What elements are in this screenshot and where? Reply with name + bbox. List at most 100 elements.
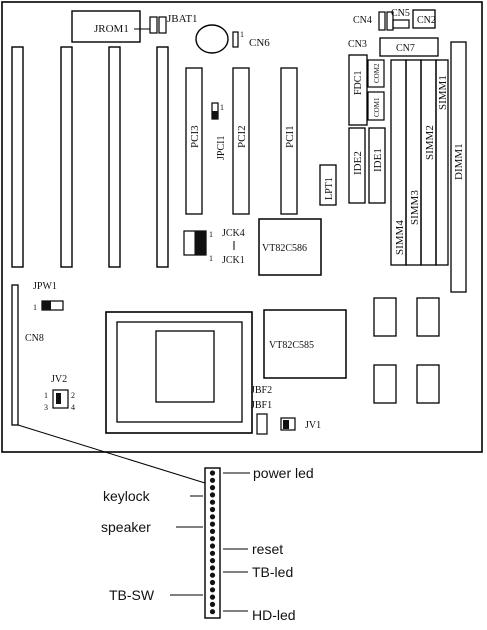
chip — [373, 297, 397, 337]
com1-connector — [367, 91, 385, 121]
cn8-header — [11, 284, 19, 426]
speaker-label: speaker — [101, 519, 151, 535]
dimm1-label: DIMM1 — [453, 143, 465, 180]
cpu-socket-inner — [116, 321, 243, 423]
com1-label: COM1 — [373, 97, 381, 117]
simm3-socket — [405, 59, 422, 266]
vt82c585-chip — [263, 309, 347, 379]
com2-connector — [367, 59, 385, 88]
jck-jumper-cap — [195, 231, 206, 255]
rom-chip — [71, 10, 141, 43]
keylock-label: keylock — [103, 488, 151, 504]
header-pin — [209, 594, 216, 600]
jv2-pin2: 2 — [71, 391, 75, 400]
cn4-label: CN4 — [353, 15, 372, 26]
cpu-die — [155, 330, 215, 403]
header-pin — [209, 558, 216, 564]
tb-led-label: TB-led — [252, 564, 293, 580]
reset-label: reset — [252, 541, 283, 557]
jbf2-label: JBF2 — [251, 385, 272, 396]
simm1-socket — [435, 59, 449, 266]
jpw1-jumper-cap — [42, 301, 51, 310]
fdc1-label: FDC1 — [353, 71, 364, 95]
jv2-pin1: 1 — [44, 391, 48, 400]
isa-slot — [60, 46, 73, 268]
jbat1-jumper — [158, 16, 167, 34]
simm2-socket — [420, 59, 437, 266]
callout-leader-line — [17, 424, 206, 484]
vt82c586-chip — [258, 218, 322, 276]
jrom1-label: JROM1 — [94, 23, 129, 35]
header-pins — [209, 470, 216, 615]
ide1-label: IDE1 — [372, 148, 384, 172]
jbf-jumper — [256, 413, 268, 435]
jv1-label: JV1 — [305, 420, 321, 431]
header-pin — [209, 528, 216, 535]
header-pin — [209, 609, 216, 615]
chip — [416, 297, 440, 337]
jck4-label: JCK4 — [222, 228, 245, 239]
vt82c585-label: VT82C585 — [269, 340, 314, 351]
isa-slot — [11, 46, 24, 268]
simm1-label: SIMM1 — [437, 75, 449, 110]
header-pin — [209, 521, 216, 527]
header-pin — [209, 536, 216, 542]
cn3-label: CN3 — [348, 39, 367, 50]
header-pin — [209, 499, 216, 505]
cpu-socket — [105, 311, 253, 434]
header-pin — [209, 587, 216, 593]
power-led-label: power led — [253, 465, 314, 481]
jv2-pin4: 4 — [71, 403, 75, 412]
fdc1-connector — [348, 54, 368, 126]
header-pin — [209, 565, 216, 571]
cn6-label: CN6 — [249, 37, 270, 49]
cn2-connector — [412, 9, 436, 29]
pci2-label: PCI2 — [236, 125, 248, 148]
jpci1-jumper-cap — [212, 111, 218, 119]
cn7-label: CN7 — [396, 43, 415, 54]
vt82c586-label: VT82C586 — [262, 243, 307, 254]
jck1-label: JCK1 — [222, 255, 245, 266]
jpci1-label: JPCI1 — [216, 136, 227, 160]
jck1-pin1: 1 — [209, 254, 213, 263]
hd-led-label: HD-led — [252, 607, 296, 623]
ide2-connector — [348, 127, 366, 204]
battery — [195, 24, 229, 54]
ide2-label: IDE2 — [352, 151, 364, 175]
front-panel-header — [204, 467, 221, 619]
cn2-label: CN2 — [417, 15, 436, 26]
simm4-label: SIMM4 — [394, 220, 406, 255]
jbat1-label: JBAT1 — [167, 13, 198, 25]
header-pin — [209, 477, 216, 483]
isa-slot — [156, 46, 169, 268]
board-outline — [1, 1, 483, 453]
header-pin — [209, 470, 216, 476]
isa-slot — [108, 46, 121, 268]
jv2-jumper-cap — [56, 393, 61, 404]
pci1-slot — [280, 67, 298, 215]
cn5-label: CN5 — [391, 8, 410, 19]
cn5-connector — [392, 19, 410, 29]
simm2-label: SIMM2 — [424, 125, 436, 160]
header-pin — [209, 506, 216, 513]
ide1-connector — [368, 127, 386, 204]
jv2-label: JV2 — [51, 374, 67, 385]
dimm1-socket — [450, 41, 467, 293]
jv1-jumper-cap — [283, 420, 289, 429]
header-pin — [209, 492, 216, 498]
pci3-label: PCI3 — [189, 125, 201, 148]
cn6-pin1: 1 — [240, 30, 244, 39]
jpw1-pin1: 1 — [33, 303, 37, 312]
pci3-slot — [185, 67, 203, 215]
header-pin — [209, 572, 216, 578]
cn8-label: CN8 — [25, 333, 44, 344]
jbat1-jumper — [149, 16, 158, 34]
header-pin — [209, 514, 216, 520]
jv2-pin3: 3 — [44, 403, 48, 412]
jck4-pin1: 1 — [209, 230, 213, 239]
header-pin — [209, 579, 216, 586]
jpw1-label: JPW1 — [33, 281, 57, 292]
cn4-connector — [378, 11, 386, 31]
